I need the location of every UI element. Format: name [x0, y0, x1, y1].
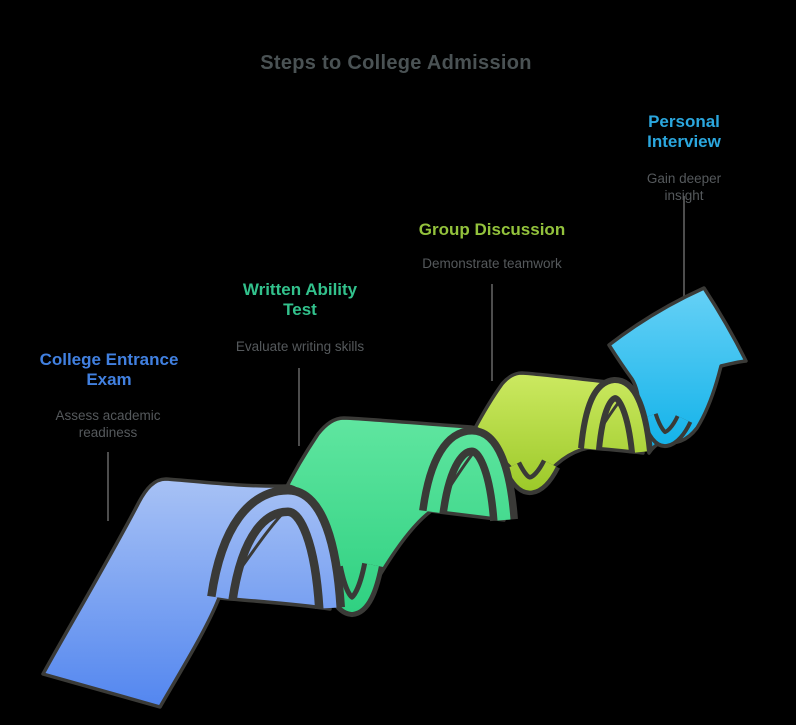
step-3-label: Group Discussion	[418, 220, 566, 239]
step-1-description: Assess academic readiness	[55, 408, 161, 440]
fold-trough-2-band	[507, 461, 556, 491]
page-title: Steps to College Admission	[260, 52, 532, 74]
fold-arch-3-band	[584, 382, 647, 453]
step-4-description: Gain deeper insight	[646, 171, 722, 203]
step-4-label: Personal Interview	[647, 112, 721, 151]
connector-lines	[107, 196, 685, 521]
fold-arch-2-band	[426, 434, 511, 521]
step-2-description: Evaluate writing skills	[235, 339, 365, 354]
fold-arch-1-band	[215, 494, 337, 609]
step-3-description: Demonstrate teamwork	[422, 256, 562, 271]
fold-trough-3-band	[644, 414, 689, 444]
step-2-label: Written Ability Test	[242, 280, 358, 319]
step-1-label: College Entrance Exam	[39, 350, 179, 389]
ribbon-segment-1-blue	[41, 477, 332, 709]
